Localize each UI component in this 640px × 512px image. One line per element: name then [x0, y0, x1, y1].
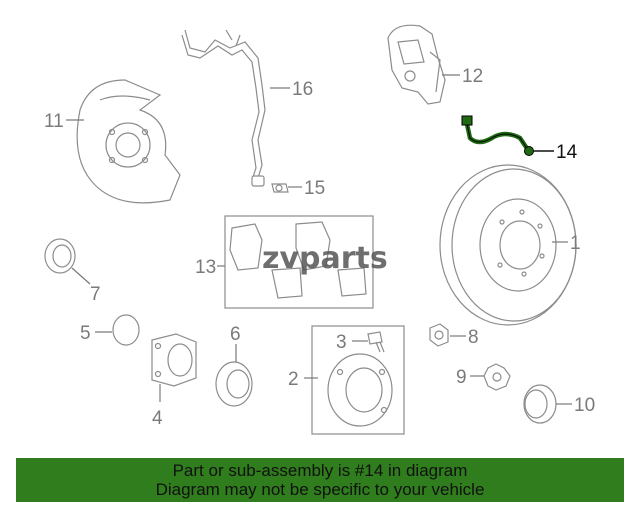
part-15-clip[interactable]: [271, 183, 289, 193]
part-16-abs-sensor-wire[interactable]: [181, 29, 266, 187]
callout-14: 14: [556, 142, 578, 163]
parts-diagram: 16 15 11 12 14: [44, 24, 595, 435]
part-4-hub-housing[interactable]: [151, 333, 197, 387]
callout-16: 16: [292, 79, 313, 100]
callout-3: 3: [336, 332, 347, 353]
part-7-seal[interactable]: [44, 238, 76, 274]
part-11-dust-shield[interactable]: [76, 79, 181, 204]
part-5-o-ring[interactable]: [112, 314, 140, 346]
part-6-bearing[interactable]: [215, 361, 253, 407]
leader-7: [71, 267, 91, 285]
part-10-hub-cap[interactable]: [523, 384, 557, 424]
part-13-brake-pad-set[interactable]: [224, 215, 374, 309]
info-banner: Part or sub-assembly is #14 in diagram D…: [16, 458, 624, 502]
callout-11: 11: [44, 111, 64, 132]
callout-1: 1: [570, 233, 581, 254]
part-14-brake-hose[interactable]: [461, 115, 534, 156]
callout-7: 7: [90, 284, 101, 305]
part-1-brake-rotor[interactable]: [439, 164, 577, 326]
callout-15: 15: [304, 178, 325, 199]
banner-line-1: Part or sub-assembly is #14 in diagram: [172, 461, 468, 480]
callout-5: 5: [80, 323, 91, 344]
part-8-nut[interactable]: [429, 323, 449, 347]
watermark-logo: zvparts: [262, 241, 388, 276]
part-2-hub-assembly[interactable]: [311, 325, 405, 435]
callout-12: 12: [462, 66, 483, 87]
callout-2: 2: [288, 369, 299, 390]
callout-10: 10: [574, 395, 595, 416]
callout-9: 9: [456, 367, 467, 388]
banner-line-2: Diagram may not be specific to your vehi…: [155, 480, 485, 499]
callout-8: 8: [468, 327, 479, 348]
part-3-hub-bolt[interactable]: [367, 331, 385, 353]
callout-13: 13: [195, 257, 216, 278]
part-9-lock-nut[interactable]: [483, 363, 511, 391]
callout-6: 6: [230, 324, 241, 345]
part-12-caliper[interactable]: [387, 24, 446, 105]
callout-4: 4: [152, 408, 163, 429]
